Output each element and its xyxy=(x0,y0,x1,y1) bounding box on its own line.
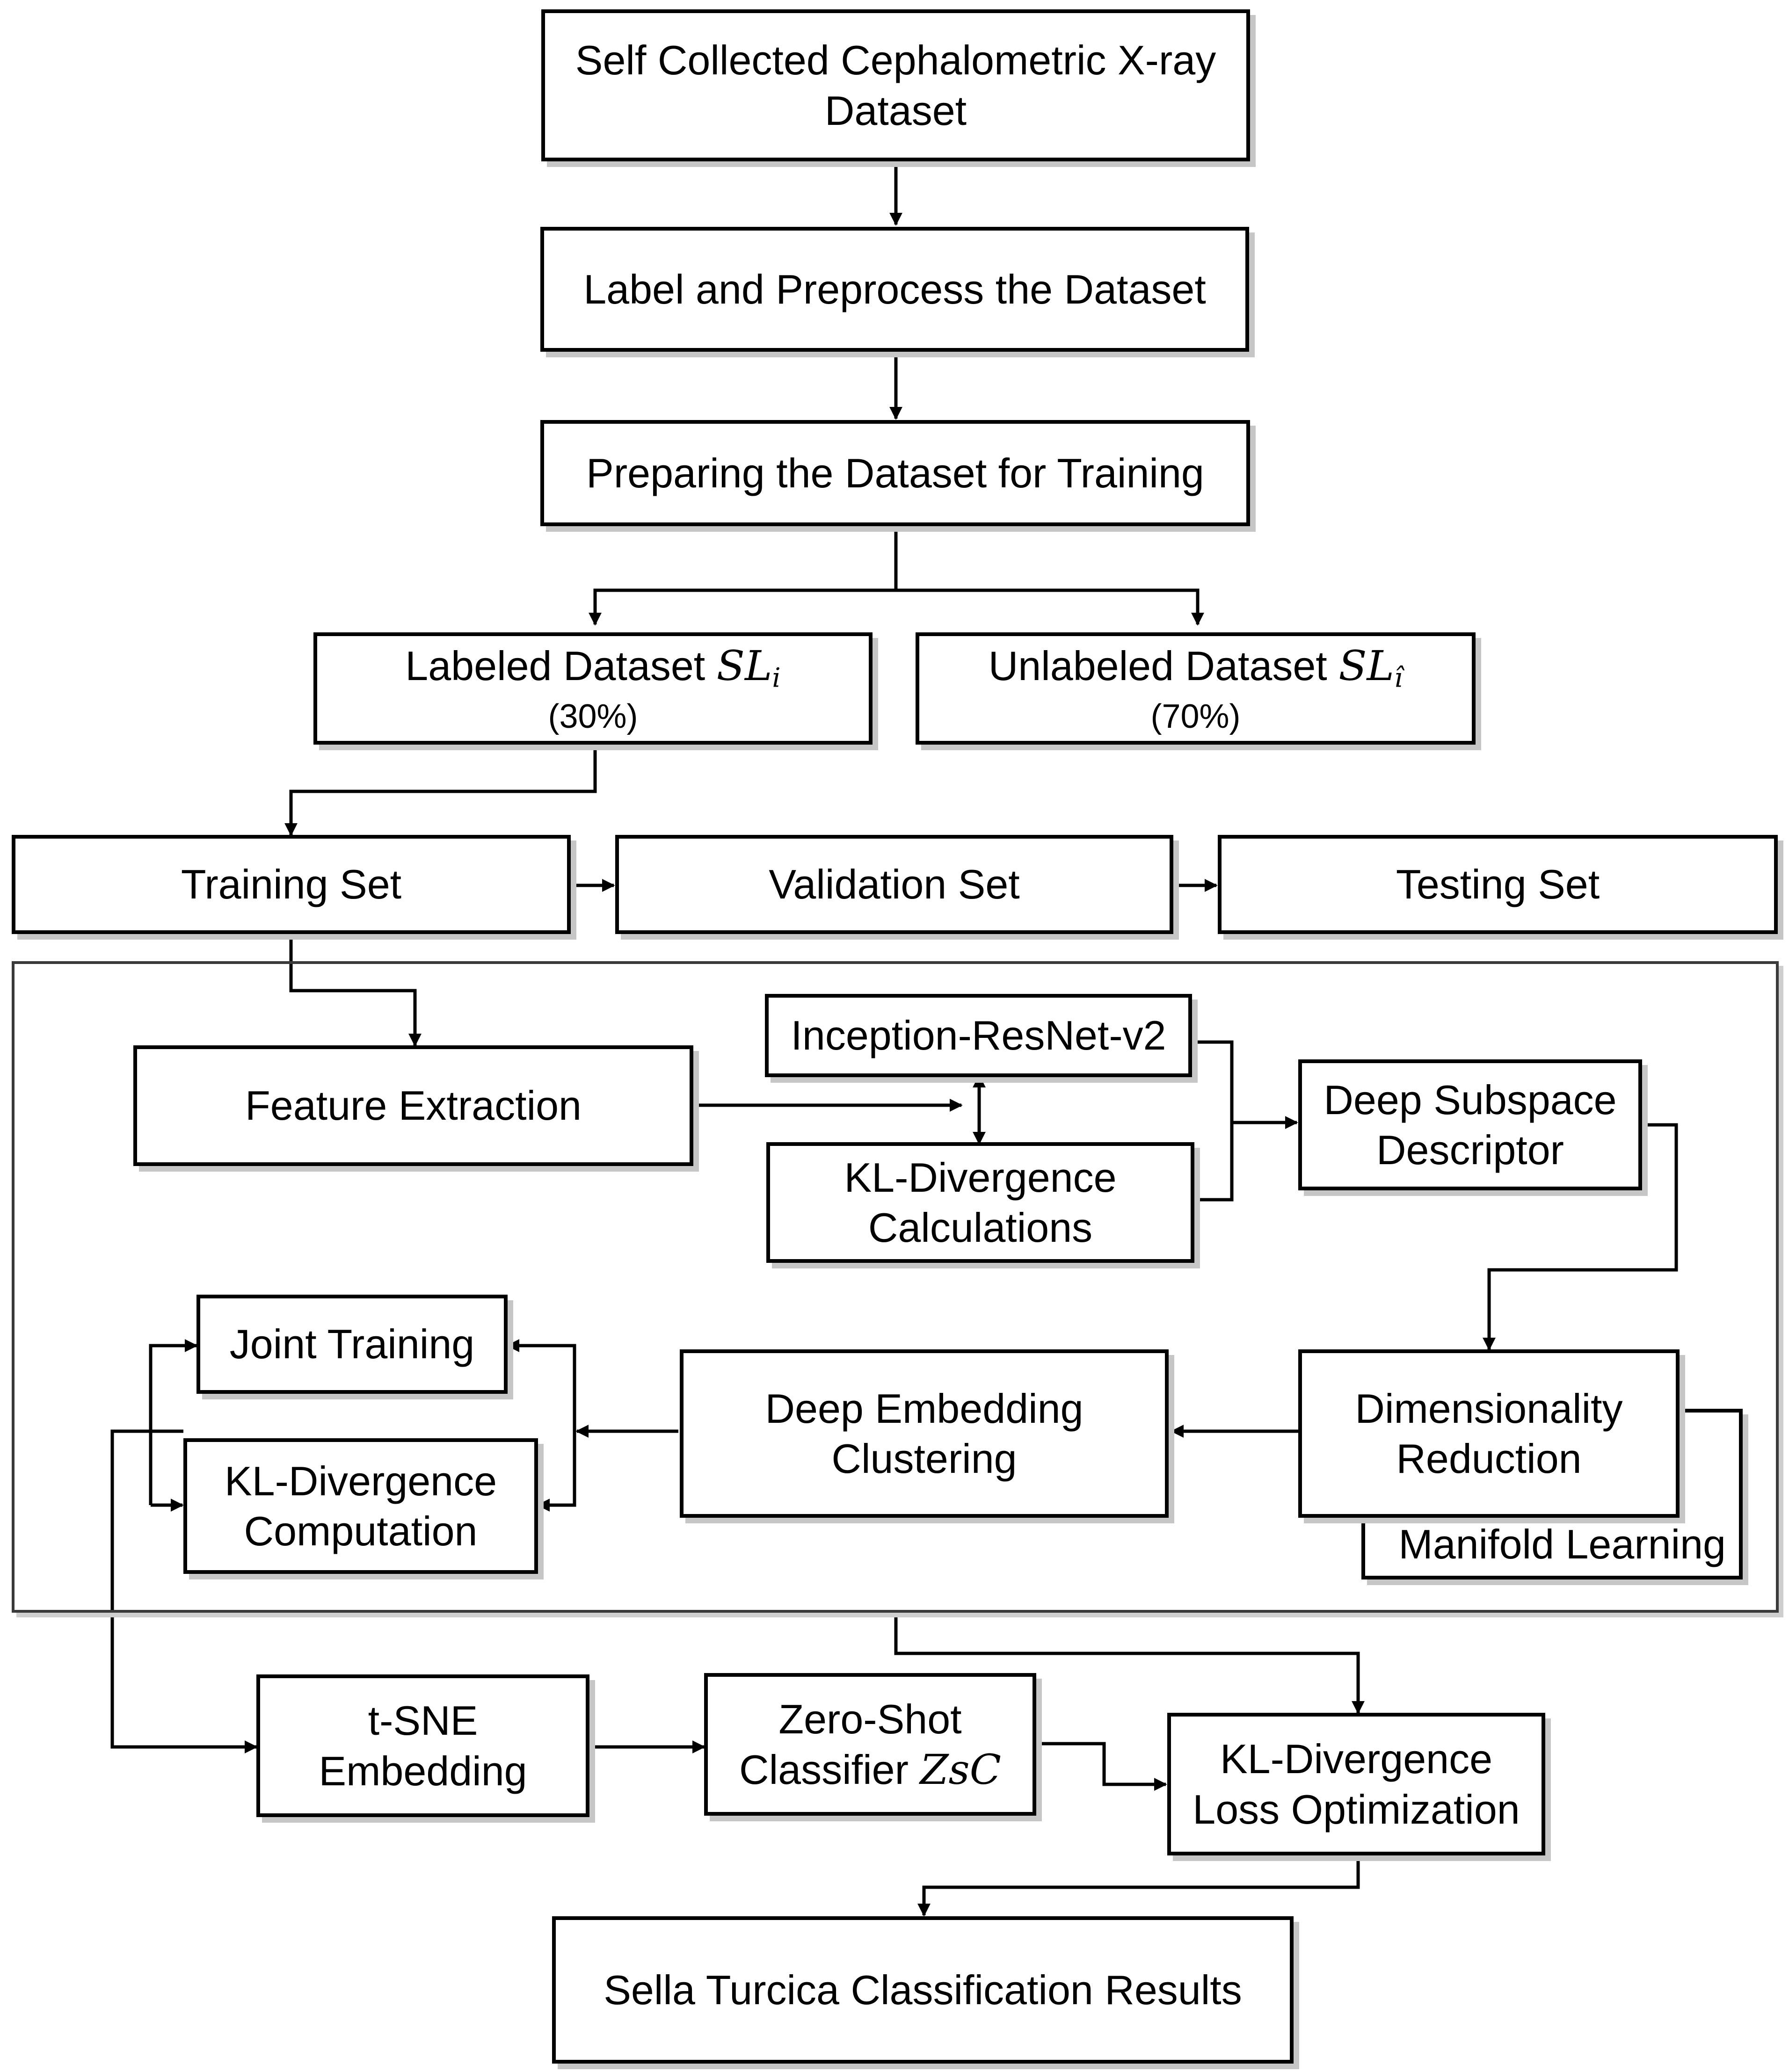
tsne-embedding-box: t-SNE Embedding xyxy=(256,1674,589,1817)
feature-extraction-text: Feature Extraction xyxy=(245,1082,582,1129)
edge-to-unlabeled xyxy=(896,588,1204,626)
joint-training-text: Joint Training xyxy=(229,1321,475,1368)
unlabeled-dataset-symbol: SLî xyxy=(1338,642,1403,694)
validation-set-text: Validation Set xyxy=(769,861,1020,908)
labeled-dataset-text: Labeled Dataset xyxy=(405,643,705,689)
dimensionality-reduction-line2: Reduction xyxy=(1396,1435,1582,1482)
feature-extraction-box: Feature Extraction xyxy=(133,1045,693,1166)
kl-calculations-line1: KL-Divergence xyxy=(844,1154,1117,1201)
edge-joint-left xyxy=(149,1339,198,1505)
labeled-dataset-symbol: SLi xyxy=(716,642,781,694)
deep-embedding-clustering-line2: Clustering xyxy=(831,1435,1017,1482)
manifold-learning-text: Manifold Learning xyxy=(1398,1521,1726,1567)
dataset-box: Self Collected Cephalometric X-ray Datas… xyxy=(541,9,1250,161)
inception-resnet-text: Inception-ResNet-v2 xyxy=(791,1012,1166,1059)
classification-results-box: Sella Turcica Classification Results xyxy=(552,1916,1294,2064)
deep-embedding-clustering-box: Deep Embedding Clustering xyxy=(680,1349,1169,1518)
model-pipeline-region xyxy=(12,961,1779,1613)
unlabeled-dataset-text: Unlabeled Dataset xyxy=(988,643,1327,689)
zero-shot-classifier-line2: Classifier ZsC xyxy=(739,1745,1001,1794)
edge-to-labeled xyxy=(589,588,896,626)
kl-computation-box: KL-Divergence Computation xyxy=(183,1438,538,1574)
labeled-dataset-percent: (30%) xyxy=(548,698,638,736)
edge-klcomp-to-tsne xyxy=(110,1429,258,1753)
dataset-line1: Self Collected Cephalometric X-ray xyxy=(575,37,1216,84)
preparing-text: Preparing the Dataset for Training xyxy=(586,449,1204,496)
kl-calculations-box: KL-Divergence Calculations xyxy=(766,1142,1194,1263)
labeled-dataset-box: Labeled Dataset SLi (30%) xyxy=(313,632,873,745)
deep-embedding-clustering-line1: Deep Embedding xyxy=(765,1385,1084,1432)
classification-results-text: Sella Turcica Classification Results xyxy=(604,1966,1242,2013)
zero-shot-classifier-box: Zero-Shot Classifier ZsC xyxy=(704,1673,1036,1816)
dimensionality-reduction-line1: Dimensionality xyxy=(1355,1385,1623,1432)
kl-computation-line1: KL-Divergence xyxy=(224,1457,497,1504)
deep-subspace-box: Deep Subspace Descriptor xyxy=(1298,1059,1642,1190)
edge-bus-to-joint xyxy=(506,1339,576,1431)
tsne-embedding-line2: Embedding xyxy=(319,1747,527,1794)
kl-loss-optimization-line2: Loss Optimization xyxy=(1193,1786,1520,1833)
training-set-box: Training Set xyxy=(12,835,571,934)
unlabeled-dataset-title: Unlabeled Dataset SLî xyxy=(989,641,1403,695)
edge-labeled-to-training xyxy=(284,745,597,836)
joint-training-box: Joint Training xyxy=(196,1295,508,1394)
deep-subspace-line2: Descriptor xyxy=(1376,1127,1564,1173)
testing-set-text: Testing Set xyxy=(1396,861,1600,908)
unlabeled-dataset-box: Unlabeled Dataset SLî (70%) xyxy=(916,632,1476,745)
testing-set-box: Testing Set xyxy=(1218,835,1778,934)
preparing-box: Preparing the Dataset for Training xyxy=(540,420,1250,526)
dataset-line2: Dataset xyxy=(824,87,967,134)
edge-subspace-to-dimred xyxy=(1483,1123,1678,1351)
edge-bus-to-klcomp xyxy=(537,1431,576,1512)
tsne-embedding-line1: t-SNE xyxy=(368,1697,478,1744)
kl-loss-optimization-box: KL-Divergence Loss Optimization xyxy=(1167,1713,1545,1855)
label-preprocess-box: Label and Preprocess the Dataset xyxy=(540,227,1249,352)
dimensionality-reduction-box: Dimensionality Reduction xyxy=(1298,1349,1680,1518)
edge-zsc-to-klloss xyxy=(1036,1742,1167,1791)
label-preprocess-text: Label and Preprocess the Dataset xyxy=(583,266,1206,312)
zero-shot-classifier-line1: Zero-Shot xyxy=(778,1696,962,1743)
inception-resnet-box: Inception-ResNet-v2 xyxy=(765,994,1192,1077)
kl-loss-optimization-line1: KL-Divergence xyxy=(1220,1736,1493,1782)
deep-subspace-line1: Deep Subspace xyxy=(1324,1076,1617,1123)
labeled-dataset-title: Labeled Dataset SLi xyxy=(405,641,780,695)
validation-set-box: Validation Set xyxy=(615,835,1173,934)
kl-computation-line2: Computation xyxy=(244,1508,478,1554)
edge-region-to-klloss xyxy=(894,1613,1365,1714)
unlabeled-dataset-percent: (70%) xyxy=(1150,698,1241,736)
zero-shot-classifier-symbol: ZsC xyxy=(920,1745,1001,1794)
edge-klloss-to-results xyxy=(917,1855,1360,1917)
kl-calculations-line2: Calculations xyxy=(868,1204,1093,1251)
training-set-text: Training Set xyxy=(181,861,402,908)
